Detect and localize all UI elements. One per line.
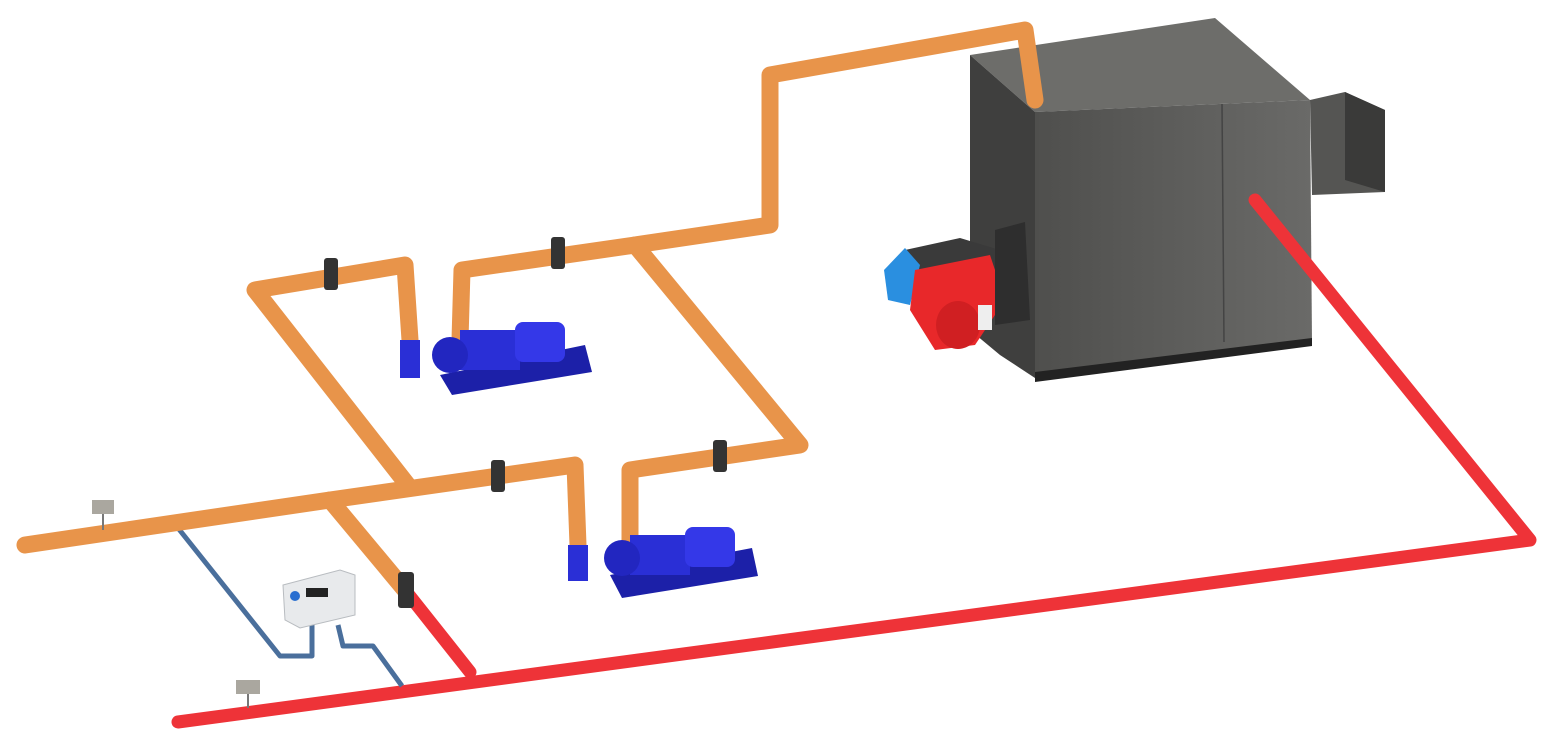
pump	[568, 527, 758, 598]
valves	[324, 237, 727, 608]
valve	[324, 258, 338, 290]
temperature-sensor	[92, 500, 114, 530]
valve	[491, 460, 505, 492]
valve	[713, 440, 727, 472]
supply-pipe	[16, 21, 1044, 599]
burner	[884, 222, 1030, 350]
burner-control-panel	[884, 248, 920, 305]
valve	[551, 237, 565, 269]
return-pipe	[171, 193, 1537, 729]
valve	[398, 572, 414, 608]
flue-duct	[1310, 92, 1385, 195]
temperature-sensor	[236, 680, 260, 708]
controller	[282, 569, 356, 629]
sensor-line	[176, 526, 405, 688]
pump	[400, 322, 592, 395]
